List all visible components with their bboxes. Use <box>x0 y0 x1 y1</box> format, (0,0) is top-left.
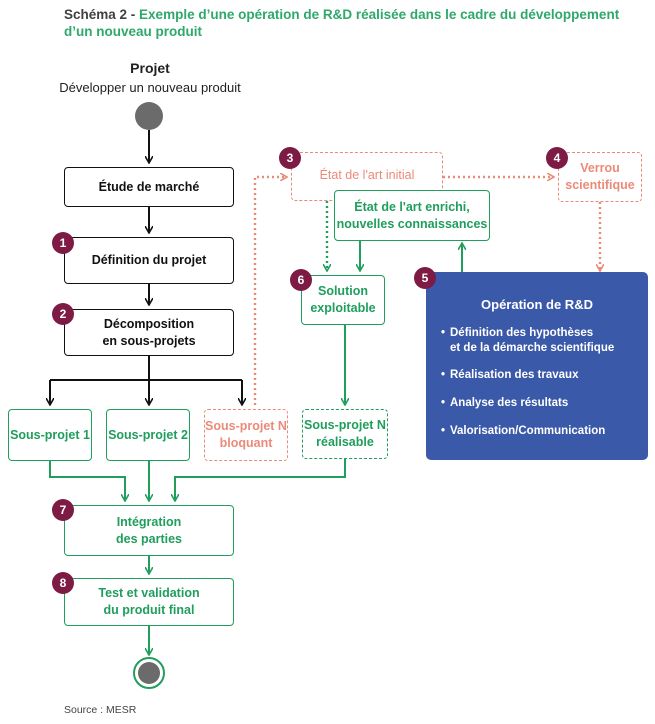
step-label: Test et validation du produit final <box>98 586 200 617</box>
title-text: Exemple d’une opération de R&D réalisée … <box>64 7 620 39</box>
step-badge: 4 <box>546 147 568 169</box>
step-etude-marche: Étude de marché <box>64 167 234 207</box>
rd-item: Définition des hypothèses et de la démar… <box>441 326 614 356</box>
step-badge: 7 <box>52 499 74 521</box>
step-sous-projet-1: Sous-projet 1 <box>8 409 92 461</box>
verrou-scientifique: Verrou scientifique <box>558 152 642 202</box>
rd-item: Valorisation/Communication <box>441 424 605 439</box>
rd-item: Réalisation des travaux <box>441 368 579 383</box>
step-label: Sous-projet 2 <box>108 427 188 442</box>
project-title: Projet <box>130 60 170 76</box>
step-label: Étude de marché <box>98 179 200 194</box>
step-test-validation: Test et validation du produit final <box>64 578 234 626</box>
operation-rd-panel: Opération de R&D Définition des hypothès… <box>426 272 648 460</box>
etat-art-enrichi: État de l'art enrichi, nouvelles connais… <box>334 190 490 241</box>
title-lead: Schéma 2 - <box>64 7 140 22</box>
step-label: Sous-projet N réalisable <box>304 418 386 449</box>
step-label: Solution exploitable <box>310 284 376 315</box>
step-integration: Intégration des parties <box>64 505 234 556</box>
rd-item: Analyse des résultats <box>441 396 568 411</box>
step-label: État de l'art enrichi, nouvelles connais… <box>336 199 488 231</box>
step-label: Verrou scientifique <box>565 161 635 192</box>
step-badge: 5 <box>414 267 436 289</box>
step-badge: 8 <box>52 572 74 594</box>
step-label: Sous-projet 1 <box>10 427 90 442</box>
source-note: Source : MESR <box>64 704 137 716</box>
start-node <box>135 102 163 130</box>
step-badge: 2 <box>52 303 74 325</box>
step-label: État de l'art initial <box>319 168 415 182</box>
step-badge: 3 <box>279 147 301 169</box>
step-sous-projet-2: Sous-projet 2 <box>106 409 190 461</box>
step-sous-projet-n-bloquant: Sous-projet N bloquant <box>204 409 288 461</box>
step-decomposition: Décomposition en sous-projets <box>64 309 234 356</box>
project-subtitle: Développer un nouveau produit <box>59 80 241 95</box>
solution-exploitable: Solution exploitable <box>301 275 385 325</box>
diagram-title: Schéma 2 - Exemple d’une opération de R&… <box>64 6 634 40</box>
step-label: Décomposition en sous-projets <box>102 316 196 348</box>
step-label: Intégration des parties <box>115 514 182 546</box>
step-badge: 6 <box>290 269 312 291</box>
step-definition-projet: Définition du projet <box>64 237 234 284</box>
step-badge: 1 <box>52 232 74 254</box>
step-sous-projet-n-realisable: Sous-projet N réalisable <box>302 409 388 459</box>
step-label: Sous-projet N bloquant <box>205 419 287 450</box>
rd-title: Opération de R&D <box>481 297 593 312</box>
step-label: Définition du projet <box>91 253 207 267</box>
